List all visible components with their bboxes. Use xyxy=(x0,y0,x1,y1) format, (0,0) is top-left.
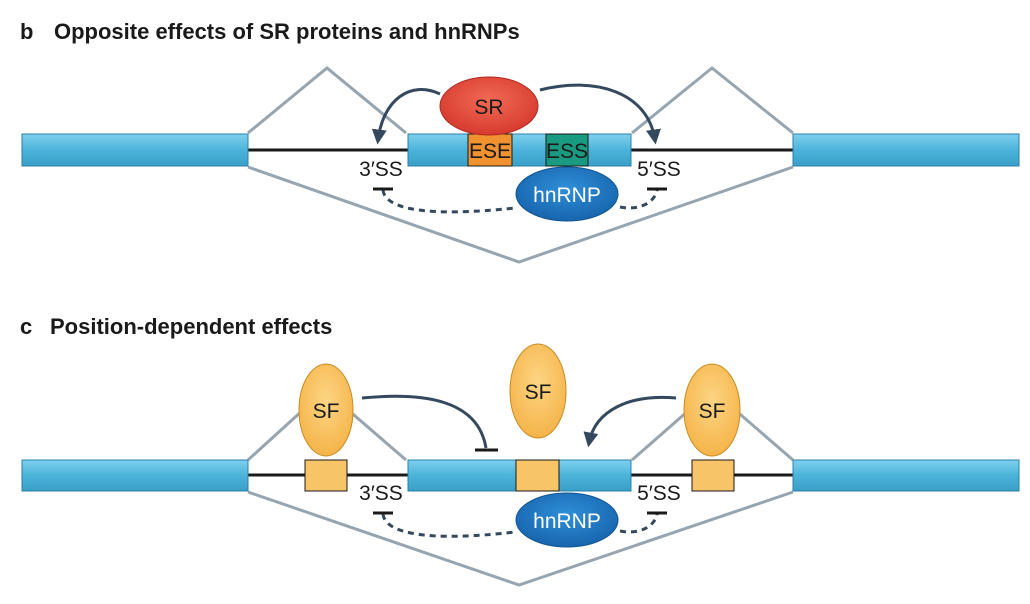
sf-protein-center xyxy=(509,343,567,439)
inclusion-splice-right xyxy=(631,66,794,135)
hnrnp-protein xyxy=(515,166,619,222)
downstream-exon xyxy=(792,133,1020,167)
downstream-exon-c xyxy=(792,459,1020,492)
sf-inhibition-arrow xyxy=(361,394,488,449)
sf-protein-left xyxy=(298,363,354,457)
hnrnp-inhibition-3ss-c xyxy=(381,513,516,538)
panel-b-title: Opposite effects of SR proteins and hnRN… xyxy=(54,19,520,44)
panel-c: c Position-dependent effects SF SF SF 3′… xyxy=(20,314,1020,587)
5ss-label: 5′SS xyxy=(637,158,681,181)
panel-c-title: Position-dependent effects xyxy=(50,314,332,339)
hnrnp-label: hnRNP xyxy=(533,184,601,207)
sf-binding-site-left xyxy=(304,459,348,492)
hnrnp-inhibition-5ss-c xyxy=(619,513,659,534)
hnrnp-inhibition-5ss xyxy=(619,189,659,210)
ese-element xyxy=(467,133,513,167)
ess-label: ESS xyxy=(546,140,588,163)
skipping-splice-path-c xyxy=(247,490,794,587)
panel-c-letter: c xyxy=(20,314,32,339)
ese-label: ESE xyxy=(469,140,511,163)
sf-center-label: SF xyxy=(525,381,552,404)
ess-element xyxy=(545,133,589,167)
3ss-label-c: 3′SS xyxy=(359,482,403,505)
sf-binding-site-exon xyxy=(515,459,560,492)
sf-protein-right xyxy=(683,363,741,457)
5ss-label-c: 5′SS xyxy=(637,482,681,505)
sf-activation-arrow xyxy=(583,395,677,448)
hnrnp-inhibition-3ss xyxy=(381,189,516,214)
hnrnp-protein-c xyxy=(515,492,619,548)
upstream-exon-c xyxy=(21,459,249,492)
sr-arrow-to-5ss xyxy=(539,83,661,145)
sf-right-label: SF xyxy=(699,400,726,423)
sf-binding-site-right xyxy=(691,459,735,492)
3ss-label: 3′SS xyxy=(359,158,403,181)
sr-label: SR xyxy=(474,96,503,119)
sr-arrow-to-3ss xyxy=(371,88,441,145)
panel-b: b Opposite effects of SR proteins and hn… xyxy=(20,19,1020,264)
sr-protein xyxy=(439,76,539,136)
alternative-exon xyxy=(407,133,632,167)
upstream-exon xyxy=(21,133,249,167)
hnrnp-label-c: hnRNP xyxy=(533,510,601,533)
sf-left-label: SF xyxy=(313,400,340,423)
skipping-splice-path xyxy=(247,165,794,264)
inclusion-splice-left xyxy=(247,66,407,135)
panel-b-letter: b xyxy=(20,19,33,44)
